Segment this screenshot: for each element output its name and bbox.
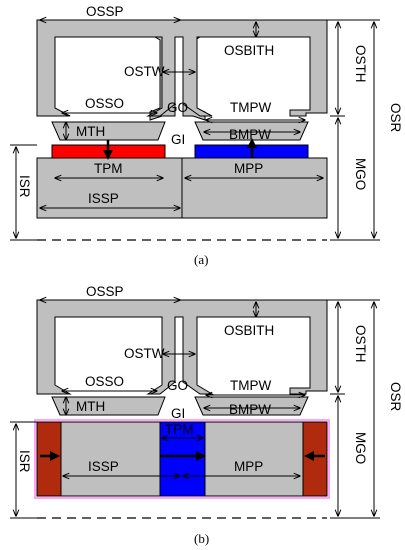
label-go-a: GO (167, 100, 188, 115)
label-isr-b: ISR (17, 450, 32, 473)
label-bmpw-a: BMPW (229, 127, 271, 142)
label-ossp-a: OSSP (86, 4, 124, 19)
label-osso-a: OSSO (85, 96, 124, 111)
label-go-b: GO (167, 378, 188, 393)
label-mpp-b: MPP (234, 459, 263, 474)
label-osbith-a: OSBITH (224, 43, 274, 58)
label-mgo-b: MGO (353, 432, 368, 464)
label-ostw-b: OSTW (124, 346, 165, 361)
label-osbith-b: OSBITH (224, 323, 274, 338)
inner-stator-glow-b (34, 419, 330, 499)
label-mpp-a: MPP (234, 161, 263, 176)
label-isr-a: ISR (17, 175, 32, 198)
label-issp-b: ISSP (88, 459, 119, 474)
label-osr-b: OSR (388, 382, 403, 412)
magnet-left-b (36, 421, 62, 497)
label-tpm-a: TPM (94, 161, 123, 176)
modulator-left-b (51, 396, 166, 416)
label-osth-b: OSTH (353, 325, 368, 363)
label-tpm-b: TPM (165, 422, 194, 437)
label-mth-a: MTH (76, 124, 105, 139)
label-ossp-b: OSSP (86, 284, 124, 299)
label-tmpw-b: TMPW (230, 378, 271, 393)
label-gi-b: GI (171, 406, 185, 421)
caption-a: (a) (194, 252, 208, 267)
label-osth-a: OSTH (353, 45, 368, 83)
label-issp-a: ISSP (88, 191, 119, 206)
label-mgo-a: MGO (353, 158, 368, 190)
label-ostw-a: OSTW (124, 64, 165, 79)
label-bmpw-b: BMPW (229, 402, 271, 417)
label-osr-a: OSR (388, 103, 403, 133)
label-gi-a: GI (171, 132, 185, 147)
outer-stator-a-main (36, 19, 328, 117)
label-osso-b: OSSO (85, 374, 124, 389)
label-mth-b: MTH (76, 399, 105, 414)
magnet-right-b (302, 421, 328, 497)
modulator-left-a (51, 121, 166, 141)
caption-b: (b) (194, 531, 209, 546)
figure-a: OSSP OSBITH OSTW OSSO GO TMPW MTH GI BMP… (10, 4, 403, 267)
figure-b: OSSP OSBITH OSTW OSSO GO TMPW MTH GI BMP… (10, 284, 403, 546)
label-tmpw-a: TMPW (230, 100, 271, 115)
